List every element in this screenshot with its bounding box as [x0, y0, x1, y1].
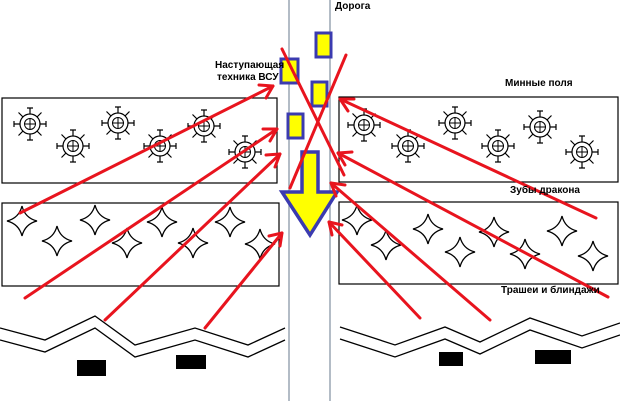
- fire-arrow-head: [329, 181, 347, 198]
- vehicle-icon: [279, 57, 300, 85]
- mine-icon: [523, 110, 557, 144]
- minefield-left: [1, 97, 278, 184]
- dragon-tooth-icon: [546, 215, 578, 247]
- dragon-teeth-right: [338, 201, 619, 285]
- dragon-tooth-icon: [577, 240, 609, 272]
- mine-icon: [101, 106, 135, 140]
- dragon-tooth-icon: [111, 227, 143, 259]
- dragon-tooth-icon: [412, 213, 444, 245]
- mine-icon: [481, 129, 515, 163]
- fire-arrow-head: [336, 150, 354, 167]
- dragon-tooth-icon: [41, 225, 73, 257]
- dragon-teeth-label: Зубы дракона: [510, 185, 580, 196]
- fire-arrow: [18, 84, 275, 215]
- mine-icon: [438, 106, 472, 140]
- bunker-icon: [439, 352, 463, 366]
- minefields-label: Минные поля: [505, 78, 573, 89]
- trenches-label: Трашеи и блиндажи: [501, 285, 600, 296]
- fire-arrow: [338, 97, 598, 220]
- fire-arrow: [288, 53, 348, 190]
- fire-arrow: [327, 220, 422, 320]
- mine-icon: [565, 135, 599, 169]
- trench-left-inner: [0, 327, 286, 358]
- trench-left-outer: [0, 315, 286, 346]
- fire-arrow: [329, 181, 492, 322]
- fire-arrow-head: [327, 220, 344, 237]
- advance-arrow-icon: [278, 150, 341, 239]
- fire-arrow-head: [267, 231, 284, 248]
- dragon-tooth-icon: [244, 228, 276, 260]
- vehicle-icon: [310, 80, 329, 108]
- fire-arrow: [203, 231, 284, 330]
- fire-arrow: [103, 152, 282, 322]
- dragon-teeth-left: [1, 202, 280, 287]
- trench-right-inner: [339, 329, 620, 358]
- fire-arrow: [336, 151, 610, 299]
- mine-icon: [13, 107, 47, 141]
- fire-arrow: [280, 47, 346, 177]
- dragon-tooth-icon: [370, 229, 402, 261]
- fire-arrow: [23, 127, 279, 300]
- fire-arrow-head: [261, 127, 279, 143]
- fire-arrow-head: [264, 152, 282, 169]
- bunker-icon: [535, 350, 571, 364]
- road-label: Дорога: [335, 1, 371, 12]
- dragon-tooth-icon: [177, 227, 209, 259]
- dragon-tooth-icon: [341, 204, 373, 236]
- dragon-tooth-icon: [444, 236, 476, 268]
- vehicle-icon: [286, 112, 305, 140]
- minefield-right: [338, 96, 619, 183]
- fire-arrow-head: [257, 83, 275, 100]
- fire-arrows: [18, 47, 610, 330]
- fire-arrow-head: [338, 97, 356, 113]
- mine-icon: [143, 129, 177, 163]
- bunker-icon: [176, 355, 206, 369]
- trench-right-outer: [339, 317, 620, 346]
- attacking-vehicles-label-line2: техника ВСУ: [217, 72, 279, 83]
- bunker-icon: [77, 360, 106, 376]
- mine-icon: [56, 129, 90, 163]
- dragon-tooth-icon: [79, 204, 111, 236]
- attacking-vehicles-label-line1: Наступающая: [215, 60, 285, 71]
- vehicle-icon: [314, 31, 333, 59]
